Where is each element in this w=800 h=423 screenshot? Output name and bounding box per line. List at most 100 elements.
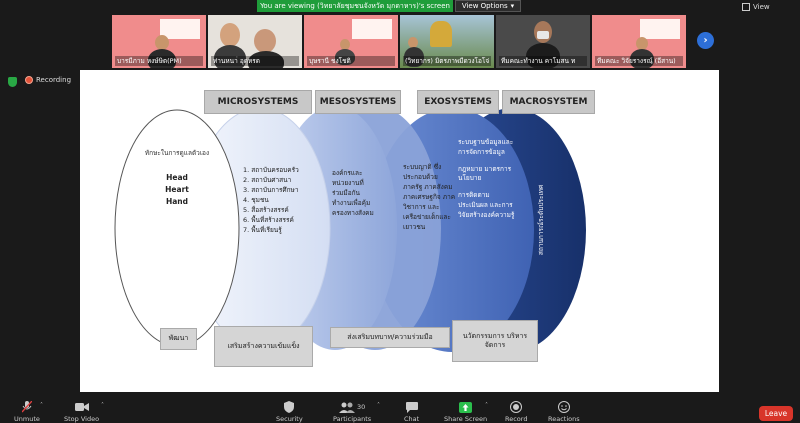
participant-name: บุษรานี ชงโชติ [307, 56, 395, 66]
participant-thumbnail[interactable]: บุษรานี ชงโชติ [304, 15, 398, 68]
mic-muted-icon [21, 401, 32, 413]
shared-screen-slide: MICROSYSTEMS MESOSYSTEMS EXOSYSTEMS MACR… [80, 70, 719, 392]
recording-indicator: Recording [25, 76, 71, 84]
list-item: 4. ชุมชน [243, 196, 269, 205]
microsystems-header: MICROSYSTEMS [204, 90, 312, 114]
mesosystems-header: MESOSYSTEMS [315, 90, 401, 114]
participant-avatar [340, 39, 350, 50]
individual-circle [114, 109, 240, 347]
chevron-up-icon[interactable]: ˄ [485, 402, 488, 409]
unmute-label: Unmute [14, 415, 40, 423]
text-line: ครองทางสังคม [332, 209, 374, 218]
participant-body [630, 49, 654, 68]
participant-body [248, 51, 284, 68]
reactions-label: Reactions [548, 415, 580, 423]
text-line: กฎหมาย มาตรการ [458, 164, 512, 173]
text-line: ภาครัฐ ภาคสังคม [403, 183, 453, 192]
strengthen-label: เสริมสร้างความเข้มแข็ง [214, 326, 313, 367]
participant-avatar [254, 29, 276, 53]
participant-thumbnail[interactable]: ทีมคณะทำงาน คาโมสน ท [496, 15, 590, 68]
chat-bubble-icon [405, 401, 418, 413]
participant-body [214, 45, 246, 68]
text-line: การจัดการข้อมูล [458, 147, 505, 156]
participant-name: ทีมคณะทำงาน คาโมสน ท [499, 56, 587, 66]
text-line: ระบบฐานข้อมูลและ [458, 138, 514, 146]
chevron-up-icon[interactable]: ˄ [377, 402, 380, 409]
participant-name: ท่านหนา่ อุดหรด [211, 56, 299, 66]
macrosystem-header: MACROSYSTEM [502, 90, 595, 114]
promote-cooperation-label: ส่งเสริมบทบาท/ความร่วมมือ [330, 327, 450, 348]
text-line: เยาวชน [403, 223, 426, 232]
exosystems-header: EXOSYSTEMS [417, 90, 499, 114]
participant-thumbnail[interactable]: ท่านหนา่ อุดหรด [208, 15, 302, 68]
screen-share-banner: You are viewing (วิทยาลัยชุมชนจังหวัด มุ… [257, 0, 453, 12]
participant-thumbnail[interactable]: ทีมคณะ วิจัยรางรณฺ์ (อีสาน) [592, 15, 686, 68]
view-button[interactable]: View [742, 1, 792, 12]
chevron-up-icon[interactable]: ˄ [101, 402, 104, 409]
national-situation-vertical-label: สถานการณ์ระดับประเทศ [537, 184, 545, 256]
security-label: Security [276, 415, 303, 423]
text-line: ร่วมมือกัน [332, 189, 360, 198]
record-dot-icon [25, 76, 33, 84]
list-item: 6. พื้นที่สร้างสรรค์ [243, 216, 294, 225]
participant-body [404, 47, 424, 67]
temple-image [430, 21, 452, 47]
participant-thumbnail[interactable]: (วิทยากร) มิตรภาพมีดวงโอโจ่ [400, 15, 494, 68]
grid-view-icon [742, 2, 750, 11]
text-line: ประกอบด้วย [403, 173, 438, 182]
list-item: 5. สื่อสร้างสรรค์ [243, 206, 289, 215]
participant-avatar [220, 23, 240, 47]
participant-name: (วิทยากร) มิตรภาพมีดวงโอโจ่ [403, 56, 491, 66]
chevron-up-icon[interactable]: ˄ [40, 402, 43, 409]
stop-video-label: Stop Video [64, 415, 100, 423]
participant-body [148, 49, 176, 68]
macrosystem-text: ระบบฐานข้อมูลและ การจัดการข้อมูล กฎหมาย … [458, 138, 538, 220]
exosystems-text: ระบบญาติ ซึ่ง ประกอบด้วย ภาครัฐ ภาคสังคม… [403, 162, 477, 232]
record-button[interactable]: Record [505, 401, 527, 423]
face-mask [537, 31, 549, 39]
reactions-button[interactable]: Reactions [548, 401, 580, 423]
text-line: เครือข่ายเด็กและ [403, 213, 451, 222]
participants-button[interactable]: 30 Participants [333, 401, 371, 423]
self-care-skills-title: ทักษะในการดูแลตัวเอง [144, 149, 210, 157]
chat-button[interactable]: Chat [404, 401, 419, 423]
screen-share-banner-text: You are viewing (วิทยาลัยชุมชนจังหวัด มุ… [260, 1, 450, 10]
participant-body [335, 49, 355, 65]
meeting-toolbar: Unmute ˄ Stop Video ˄ Security 30 Partic… [0, 396, 800, 423]
smile-icon [557, 401, 570, 413]
view-label: View [753, 2, 770, 11]
head-label: Head [166, 173, 188, 182]
view-options-button[interactable]: View Options ▾ [455, 0, 521, 12]
share-screen-button[interactable]: Share Screen [444, 401, 487, 423]
heart-label: Heart [165, 185, 189, 194]
chevron-down-icon: ▾ [510, 2, 515, 10]
participant-name: บารมีภาม หงษ์ษิต(PM) [115, 56, 203, 66]
hand-label: Hand [165, 197, 189, 206]
text-line: ภาคเศรษฐกิจ ภาค [403, 193, 456, 202]
list-item: 7. พื้นที่เรียนรู้ [243, 226, 282, 235]
shield-icon [284, 401, 295, 413]
management-innovation-label: นวัตกรรมการ บริหารจัดการ [452, 320, 538, 362]
people-icon: 30 [338, 401, 366, 413]
security-shield-icon [8, 77, 17, 87]
text-line: นโยบาย [458, 174, 482, 183]
next-page-arrow-icon[interactable]: › [697, 32, 714, 49]
text-line: ระบบญาติ ซึ่ง [403, 163, 442, 171]
ecological-systems-diagram [114, 106, 586, 352]
shared-slide-background [304, 15, 398, 68]
recording-label: Recording [36, 76, 72, 84]
stop-video-button[interactable]: Stop Video [64, 401, 99, 423]
participant-avatar [636, 37, 648, 50]
participants-label: Participants [333, 415, 372, 423]
participant-body [526, 43, 560, 68]
text-line: วิชาการ และ [403, 203, 440, 212]
participants-count: 30 [356, 403, 366, 411]
participant-thumbnail[interactable]: บารมีภาม หงษ์ษิต(PM) [112, 15, 206, 68]
share-screen-label: Share Screen [444, 415, 488, 423]
text-line: องค์กรและ [332, 169, 363, 177]
participant-avatar [155, 35, 169, 50]
security-button[interactable]: Security [276, 401, 303, 423]
leave-button[interactable]: Leave [759, 406, 793, 421]
chat-label: Chat [404, 415, 420, 423]
unmute-button[interactable]: Unmute [14, 401, 40, 423]
